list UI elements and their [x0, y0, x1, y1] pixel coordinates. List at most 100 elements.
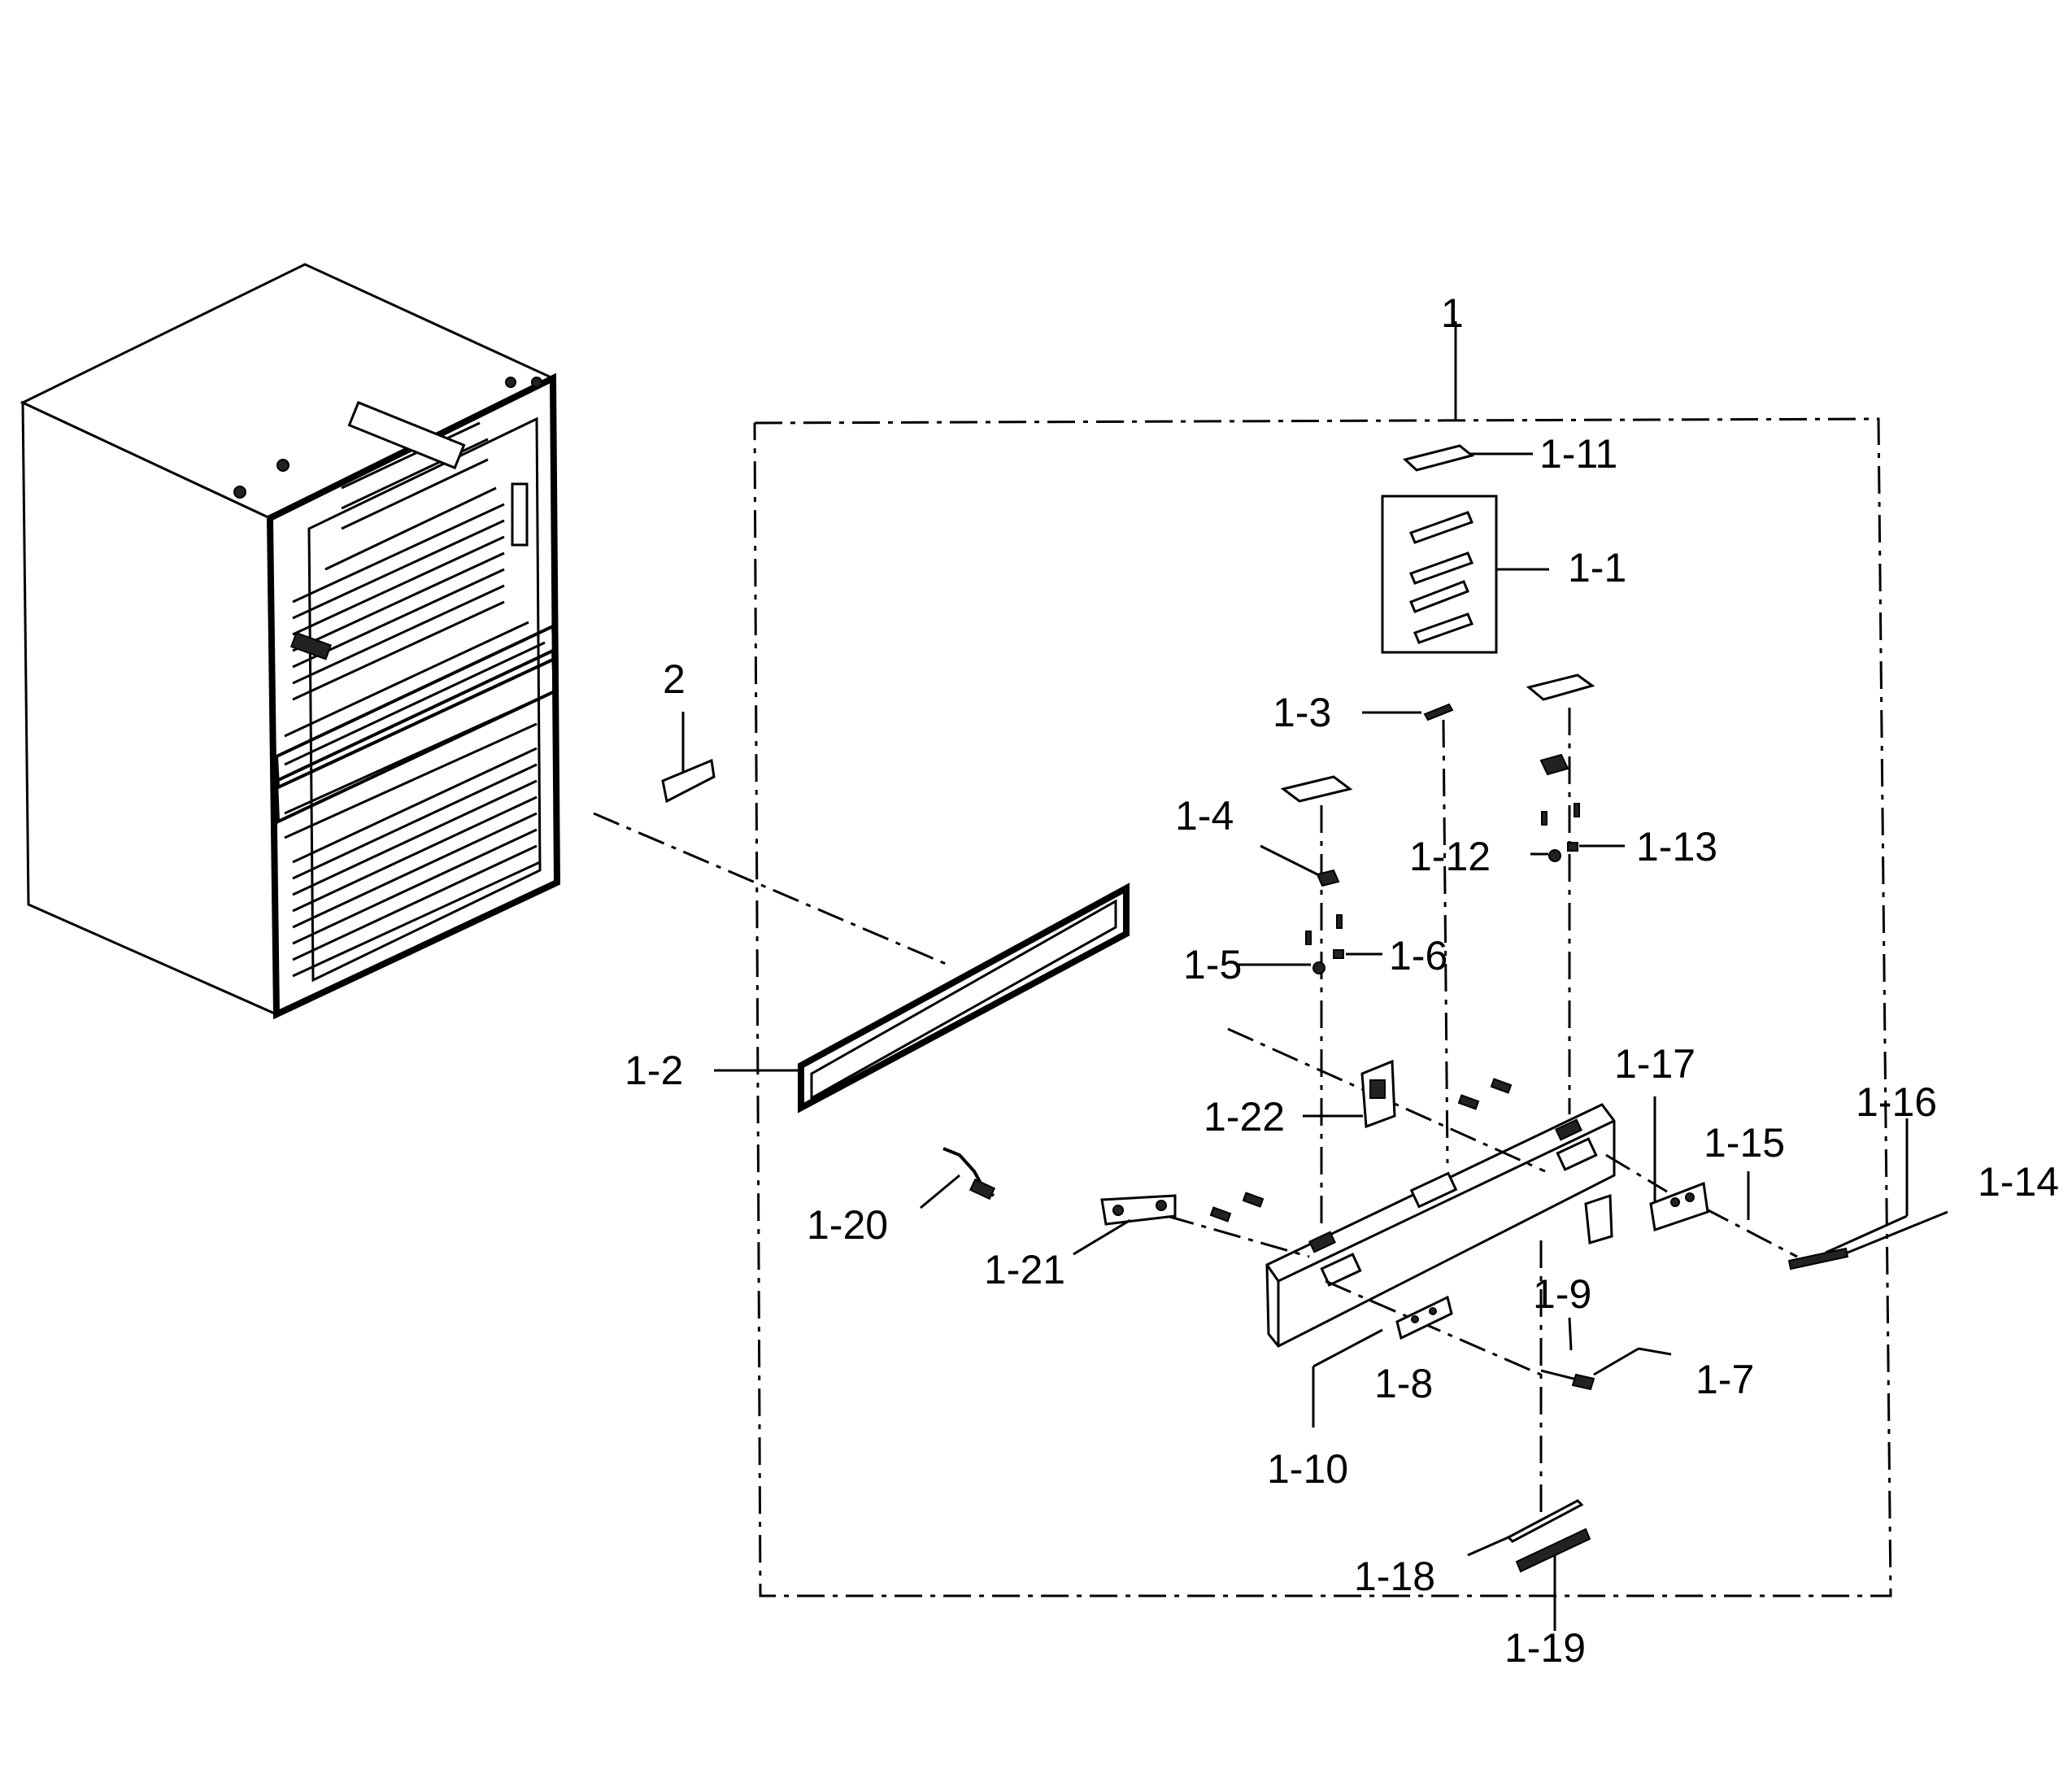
label-1-15: 1-15 [1704, 1120, 1785, 1166]
label-1-3: 1-3 [1273, 690, 1331, 735]
hinge-bracket-detail [1369, 1079, 1386, 1099]
label-1-16: 1-16 [1856, 1079, 1937, 1125]
clip-part-1-1-a [1409, 511, 1473, 544]
screw-bar-a [1242, 1192, 1265, 1208]
washer-part-1-12 [1548, 849, 1561, 862]
pin-part-1-16 [1787, 1247, 1849, 1271]
hinge-slot-right [1556, 1137, 1598, 1171]
label-1-20: 1-20 [807, 1202, 888, 1248]
refrigerator-cabinet [20, 263, 561, 1020]
label-1-2: 1-2 [625, 1048, 683, 1093]
bracket-hole [1112, 1205, 1124, 1216]
bushing-part-1-6 [1333, 949, 1344, 959]
leader-line-1-9-b [1568, 1317, 1573, 1351]
leader-line-1-16-a [1825, 1214, 1908, 1254]
screw-right-b [1574, 803, 1580, 817]
plate-hole [1685, 1192, 1695, 1202]
screw-left-a [1305, 931, 1312, 945]
label-1-22: 1-22 [1204, 1094, 1285, 1140]
leader-line-1-18 [1467, 1536, 1509, 1557]
screw-right-a [1541, 811, 1547, 826]
label-1-9: 1-9 [1533, 1271, 1591, 1317]
cabinet-screw [531, 377, 542, 388]
cabinet-drawer-frame [274, 647, 557, 825]
label-1-1: 1-1 [1568, 545, 1626, 591]
plate-part-1-8 [1395, 1295, 1453, 1340]
leader-line-1-10-b [1312, 1328, 1383, 1368]
bushing-part-1-13 [1567, 842, 1578, 852]
assembly-line-1-21 [1166, 1214, 1310, 1258]
assembly-line-1-3 [1442, 719, 1449, 1164]
leader-line-1-14 [1847, 1210, 1948, 1254]
label-1: 1 [1441, 290, 1464, 336]
hinge-pin-right [1539, 753, 1569, 776]
leader-line-1-4 [1260, 844, 1318, 876]
gasket-frame-outer [798, 883, 1130, 1114]
label-1-19: 1-19 [1504, 1625, 1586, 1671]
leader-line-1-21 [1073, 1218, 1131, 1256]
bracket-hole [1156, 1200, 1167, 1211]
screw-top-b [1457, 1094, 1480, 1110]
kit-boundary [753, 417, 1892, 1597]
lower-hinge-bar [1265, 1103, 1616, 1348]
hinge-slot-left [1320, 1253, 1362, 1287]
hinge-cap-left [1280, 775, 1353, 803]
hinge-foot-right [1584, 1193, 1613, 1244]
screw-bar-b [1209, 1206, 1232, 1223]
clip-part-1-1-d [1413, 612, 1473, 644]
clip-part-1-1-c [1409, 580, 1469, 613]
cabinet-screw [505, 377, 516, 388]
plate-hole [1429, 1307, 1437, 1315]
screw-top-a [1490, 1078, 1513, 1094]
cabinet-screw [276, 459, 289, 472]
hinge-block-left [1308, 1231, 1336, 1253]
kit-group-1-1 [1381, 495, 1498, 654]
plate-hole [1411, 1315, 1419, 1323]
label-1-14: 1-14 [1978, 1159, 2059, 1205]
label-1-4: 1-4 [1175, 793, 1234, 839]
screw-part-1-7 [1571, 1373, 1595, 1391]
hinge-block-right [1555, 1118, 1582, 1141]
strip-part-1-18 [1506, 1499, 1584, 1543]
leader-line-1-7 [1593, 1347, 1639, 1376]
leader-line-1-7-b [1638, 1347, 1672, 1356]
hinge-pin-part-1-4 [1316, 869, 1340, 887]
label-1-21: 1-21 [984, 1247, 1065, 1292]
leader-line-1-20 [920, 1174, 960, 1209]
strip-part-1-19 [1515, 1528, 1591, 1573]
screw-left-b [1336, 914, 1343, 929]
cabinet-latch [289, 631, 332, 660]
plate-part-1-17 [1649, 1181, 1709, 1231]
label-1-6: 1-6 [1389, 933, 1447, 978]
label-1-8: 1-8 [1374, 1361, 1433, 1406]
connector-part-1-3 [1423, 703, 1454, 721]
wire-connector-part-1-20 [969, 1178, 996, 1201]
bracket-part-2 [661, 758, 716, 804]
clip-part-1-1-b [1409, 551, 1473, 585]
label-1-7: 1-7 [1695, 1357, 1754, 1402]
label-1-12: 1-12 [1409, 834, 1491, 879]
cover-part-1-11 [1402, 444, 1475, 472]
assembly-line-1-14 [1703, 1206, 1798, 1258]
cabinet-shelf-ribs [284, 421, 546, 978]
assembly-line-2 [593, 812, 952, 968]
label-1-11: 1-11 [1539, 431, 1617, 477]
assembly-line-1-17 [1605, 1153, 1668, 1193]
assembly-line-1-7 [1325, 1279, 1542, 1376]
label-1-5: 1-5 [1183, 942, 1242, 987]
plate-hole [1670, 1197, 1680, 1207]
label-1-18: 1-18 [1354, 1554, 1435, 1599]
label-2: 2 [663, 656, 686, 702]
label-1-17: 1-17 [1614, 1041, 1695, 1087]
cabinet-front-frame [266, 373, 561, 1020]
cabinet-screw [233, 486, 246, 499]
washer-part-1-5 [1312, 961, 1325, 974]
hinge-cap-right [1526, 673, 1595, 701]
label-1-10: 1-10 [1267, 1446, 1348, 1492]
gasket-frame-inner [810, 899, 1117, 1101]
hinge-bar-body [1265, 1103, 1616, 1348]
cabinet-handle-slot [511, 482, 529, 547]
hinge-slot-center [1409, 1171, 1458, 1209]
